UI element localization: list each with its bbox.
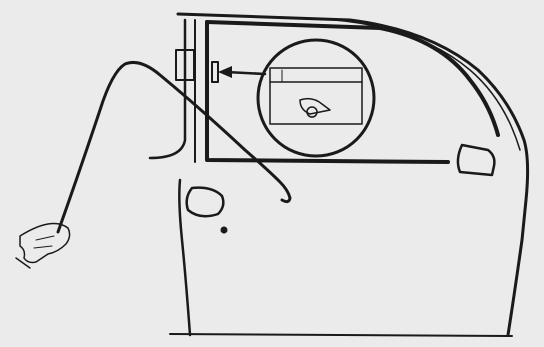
detail-inset xyxy=(258,40,374,156)
pointer-arrow xyxy=(212,62,265,82)
inset-circle xyxy=(258,40,374,156)
finger-line-1 xyxy=(36,236,54,240)
arrow-target-slot xyxy=(212,62,218,82)
car-door xyxy=(170,14,528,336)
tool-rod xyxy=(58,62,290,232)
window-frame xyxy=(195,20,498,162)
handle-recess xyxy=(187,188,224,217)
window-frame-top xyxy=(207,22,498,135)
door-handle xyxy=(187,188,228,234)
a-pillar-line xyxy=(150,20,185,158)
hand xyxy=(16,224,70,269)
arrow-head xyxy=(218,66,232,78)
front-pillar xyxy=(150,20,194,158)
door-front-edge xyxy=(179,180,190,335)
inset-latch xyxy=(300,99,330,114)
finger-line-2 xyxy=(34,246,52,248)
inset-latch-pin xyxy=(307,107,317,117)
side-mirror xyxy=(458,145,494,175)
wrist-line xyxy=(16,258,30,268)
door-bottom-edge xyxy=(170,334,512,336)
unlock-tool xyxy=(58,62,290,232)
mirror-body xyxy=(458,145,494,175)
lock-keyhole xyxy=(221,227,228,234)
hand-shape xyxy=(20,224,70,263)
window-frame-inner xyxy=(207,22,448,162)
